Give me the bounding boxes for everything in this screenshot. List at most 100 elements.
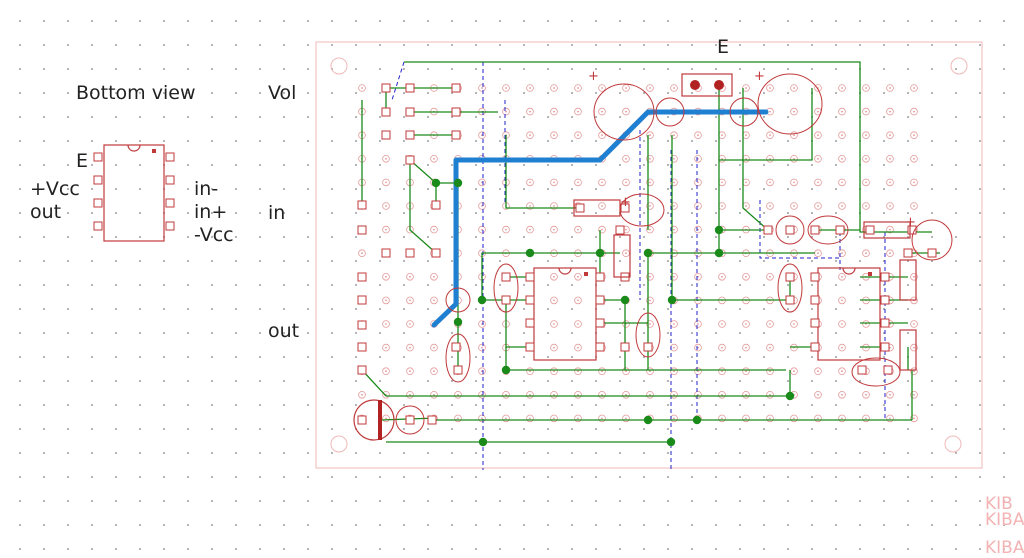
capacitor-outline <box>655 97 685 127</box>
board-hole-center <box>649 323 651 325</box>
board-hole <box>502 84 510 92</box>
legend-pin-pad <box>165 221 175 231</box>
board-hole <box>550 131 558 140</box>
ic-pin1-mark <box>584 272 588 276</box>
board-hole <box>574 367 582 376</box>
component-pad <box>810 272 820 282</box>
board-hole-center <box>889 346 891 349</box>
board-hole-center <box>817 252 819 255</box>
board-hole-center <box>409 299 411 302</box>
board-hole-center <box>673 205 675 207</box>
bottom-view-label: Bottom view <box>76 82 196 104</box>
board-hole <box>646 296 654 305</box>
board-hole-center <box>913 417 915 420</box>
mounting-hole <box>330 435 348 453</box>
dashed-line <box>759 200 840 259</box>
board-hole <box>670 367 678 376</box>
component-pad <box>595 295 605 305</box>
component-pad <box>405 107 415 117</box>
board-hole-center <box>385 370 387 373</box>
board-hole <box>718 390 726 399</box>
board-hole <box>766 320 774 328</box>
junction-dot <box>667 295 677 305</box>
board-hole-center <box>817 205 819 207</box>
board-hole <box>550 343 558 352</box>
legend-pin-pad <box>93 198 103 208</box>
board-hole <box>694 178 702 187</box>
board-hole-center <box>577 417 579 420</box>
component-pad <box>357 200 367 210</box>
board-hole <box>910 343 918 352</box>
board-hole <box>406 296 414 305</box>
board-hole <box>550 84 558 92</box>
board-hole-center <box>553 134 555 137</box>
board-hole <box>550 296 558 305</box>
board-hole <box>790 414 798 423</box>
component-pad <box>880 342 890 352</box>
component-pad <box>835 225 845 235</box>
board-hole <box>478 178 486 187</box>
board-hole-center <box>913 370 915 373</box>
board-hole-center <box>553 299 555 302</box>
component-pad <box>431 248 441 258</box>
wire <box>409 160 437 254</box>
board-hole-center <box>601 134 603 137</box>
board-hole-center <box>601 417 603 420</box>
board-hole-center <box>553 205 555 207</box>
board-hole-center <box>505 110 507 113</box>
board-hole <box>838 178 846 187</box>
board-hole <box>526 367 534 376</box>
board-hole-center <box>385 228 387 231</box>
board-hole <box>358 249 366 258</box>
board-hole-center <box>697 157 699 160</box>
board-hole-center <box>553 346 555 349</box>
ic-notch <box>558 267 572 275</box>
mounting-hole <box>950 57 968 75</box>
board-hole <box>862 414 870 423</box>
board-hole-center <box>577 181 579 184</box>
board-hole-center <box>529 417 531 420</box>
board-hole-center <box>673 323 675 325</box>
board-hole-center <box>697 393 699 396</box>
board-hole-center <box>721 323 723 325</box>
board-hole-center <box>745 370 747 373</box>
board-hole <box>598 367 606 376</box>
ic-notch <box>127 144 141 152</box>
board-hole <box>574 225 582 234</box>
board-hole <box>598 390 606 399</box>
board-hole-center <box>649 134 651 137</box>
board-hole <box>550 178 558 187</box>
board-hole <box>358 84 366 92</box>
legend-pin-pad <box>93 152 103 162</box>
board-hole <box>550 202 558 210</box>
board-hole <box>742 343 750 352</box>
board-hole-center <box>889 205 891 207</box>
board-hole-center <box>529 181 531 184</box>
in-minus-label: in- <box>194 178 219 200</box>
board-hole-center <box>793 157 795 160</box>
board-hole <box>646 320 654 328</box>
component-pad <box>381 83 391 93</box>
opamp-ic-2 <box>817 267 881 361</box>
board-hole-center <box>745 87 747 89</box>
plus-mark: + <box>620 195 631 210</box>
wire <box>505 135 580 209</box>
board-hole <box>382 155 390 163</box>
board-hole <box>910 155 918 163</box>
board-hole <box>622 414 630 423</box>
board-hole-center <box>553 181 555 184</box>
board-hole-center <box>745 205 747 207</box>
e-header-label: E <box>717 36 730 58</box>
board-hole-center <box>841 299 843 302</box>
board-hole-center <box>913 181 915 184</box>
board-hole <box>550 107 558 116</box>
board-hole-center <box>625 181 627 184</box>
component-pad <box>595 318 605 328</box>
wire <box>742 88 769 231</box>
board-hole-center <box>505 417 507 420</box>
component-pad <box>525 295 535 305</box>
board-hole-center <box>553 370 555 373</box>
ic-pin1-mark <box>152 149 156 153</box>
junction-dot <box>643 415 653 425</box>
